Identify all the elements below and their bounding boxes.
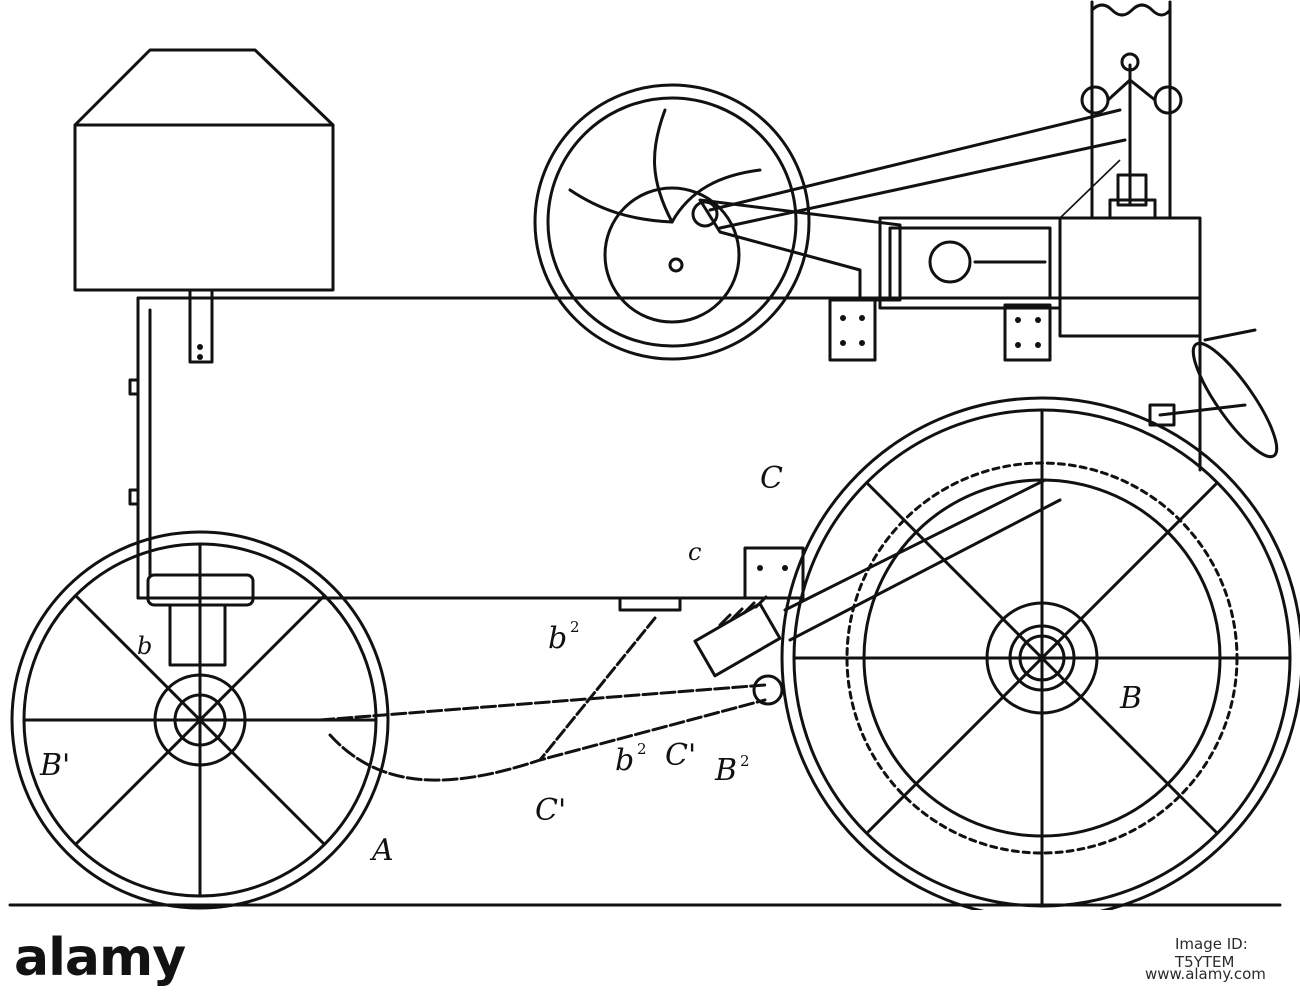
engine-frame [691,198,902,362]
label-B2-superscript: 2 [740,752,750,770]
label-c-small: c [688,538,701,566]
alamy-logo: alamy [14,928,186,988]
front-wheel [10,530,390,910]
label-C-prime-left: C' [535,793,566,828]
side-frame [783,478,1062,642]
drive-belt [708,108,1127,230]
steering-wheel [1148,328,1279,459]
label-b2-lower-superscript: 2 [637,740,647,758]
label-A: A [369,833,394,868]
label-b2-upper: b [548,621,567,656]
watermark-footer [0,910,1300,1004]
label-b2-upper-superscript: 2 [570,618,580,636]
label-b: b [137,632,152,660]
smokestack-hood [73,48,335,364]
alamy-link[interactable]: www.alamy.com [1145,965,1266,983]
label-B2: B [714,753,737,788]
label-C-prime-right: C' [665,738,696,773]
image-id-text: Image ID: T5YTEM [1175,935,1248,971]
drive-chain [318,616,784,782]
label-B: B [1119,681,1142,716]
label-B-prime: B' [39,748,70,783]
cylinder [878,216,1062,362]
traction-engine-diagram: A B B' B 2 C c C' C' b b 2 b 2 [8,0,1300,910]
label-b2-lower: b [615,743,634,778]
governor [1080,52,1183,220]
rear-drive-wheel [780,396,1300,910]
label-C-large: C [760,461,783,496]
worm-gear [618,546,805,678]
flywheel [533,83,811,361]
reference-labels: A B B' B 2 C c C' C' b b 2 b 2 [39,461,1142,868]
